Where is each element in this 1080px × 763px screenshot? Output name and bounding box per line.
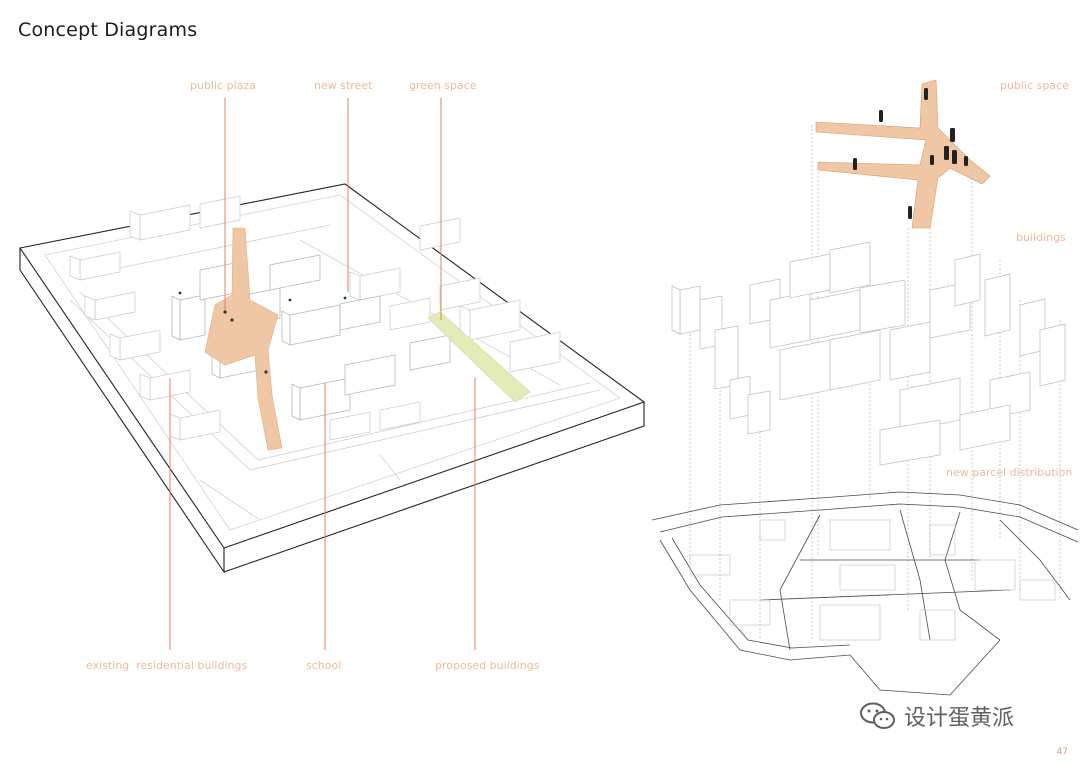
watermark-text: 设计蛋黄派	[904, 706, 1015, 731]
plaza-people	[178, 291, 347, 374]
site-base-slab	[19, 183, 646, 574]
label-green-space: green space	[409, 79, 477, 92]
public-space-people	[853, 88, 968, 219]
site-inner-boundary	[44, 194, 621, 531]
watermark: 设计蛋黄派	[858, 700, 1014, 732]
parcel-distribution-layer	[651, 491, 1079, 696]
public-space-layer	[815, 79, 991, 229]
page-number: 47	[1056, 747, 1068, 757]
label-new-street: new street	[314, 79, 373, 92]
label-existing-residential-buildings: existing residential buildings	[86, 659, 248, 672]
wechat-logo-icon	[860, 702, 895, 729]
label-buildings: buildings	[1016, 231, 1066, 244]
buildings-layer	[671, 241, 1066, 466]
label-public-plaza: public plaza	[190, 79, 256, 92]
label-proposed-buildings: proposed buildings	[435, 659, 540, 672]
label-school: school	[306, 659, 342, 672]
label-new-parcel-distribution: new parcel distribution	[946, 466, 1073, 479]
green-space-area	[427, 311, 531, 403]
parcel-blocks	[689, 519, 1056, 641]
label-leader-lines	[169, 98, 476, 650]
public-plaza-area	[204, 227, 283, 451]
label-public-space: public space	[1000, 79, 1069, 92]
page-title: Concept Diagrams	[18, 19, 198, 41]
